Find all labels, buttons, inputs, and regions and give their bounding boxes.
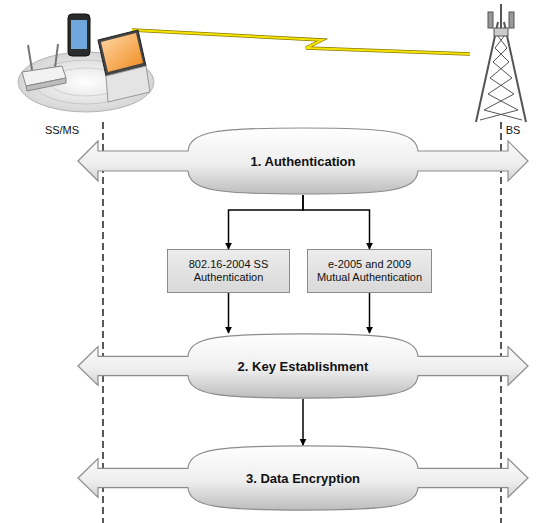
process-box: 802.16-2004 SS Authentication <box>167 249 290 293</box>
lifeline <box>102 122 103 523</box>
subscriber-devices <box>18 14 154 112</box>
lifeline <box>500 122 501 523</box>
wireless-link <box>132 30 470 54</box>
entity-label: SS/MS <box>45 124 79 136</box>
flow-arrow <box>228 293 230 333</box>
box-label: e-2005 and 2009 Mutual Authentication <box>314 258 425 284</box>
phase-band: 3. Data Encryption <box>78 445 528 511</box>
phase-title: 2. Key Establishment <box>238 359 369 374</box>
flow-arrow <box>303 195 370 249</box>
phase-title: 3. Data Encryption <box>246 471 360 486</box>
base-station-tower <box>476 4 526 122</box>
process-box: e-2005 and 2009 Mutual Authentication <box>307 249 432 293</box>
wireless-link <box>132 30 470 54</box>
box-label: 802.16-2004 SS Authentication <box>174 258 283 284</box>
flow-arrow <box>369 293 371 333</box>
flow-arrow <box>229 195 304 249</box>
phase-band: 2. Key Establishment <box>78 333 528 399</box>
phase-band: 1. Authentication <box>78 127 528 195</box>
entity-label: BS <box>506 124 521 136</box>
flow-arrow <box>302 399 304 445</box>
phase-title: 1. Authentication <box>251 154 356 169</box>
